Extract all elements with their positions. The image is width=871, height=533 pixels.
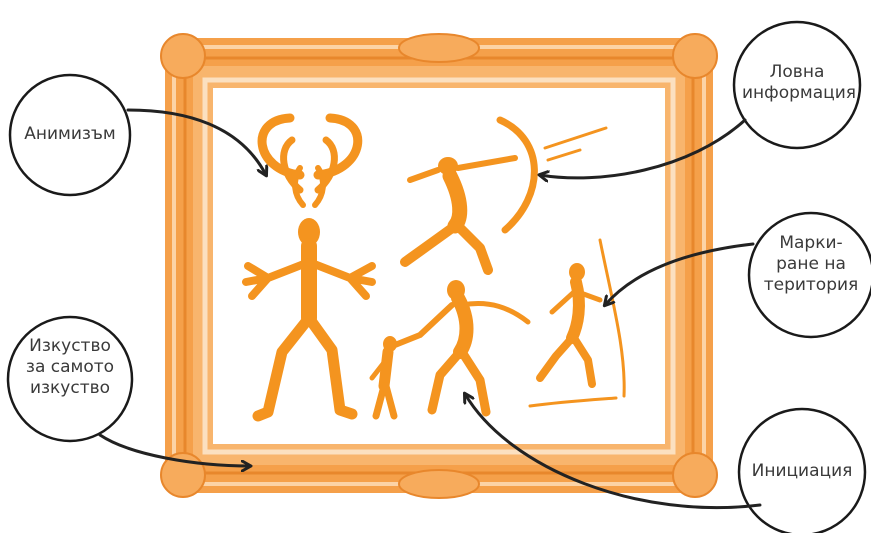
- label-art-line-1: Изкуство: [14, 336, 126, 357]
- ornament-top-left: [161, 34, 205, 78]
- label-animism: Анимизъм: [18, 124, 122, 145]
- label-territory-marking: Марки- ране на територия: [756, 233, 866, 296]
- ornament-top-center: [399, 34, 479, 62]
- label-hunting-information: Ловна информация: [742, 62, 852, 104]
- ornament-bottom-center: [399, 470, 479, 498]
- label-animism-line-1: Анимизъм: [18, 124, 122, 145]
- label-territory-line-1: Марки-: [756, 233, 866, 254]
- ornament-top-right: [673, 34, 717, 78]
- label-initiation: Инициация: [744, 461, 860, 482]
- label-territory-line-3: територия: [756, 275, 866, 296]
- label-hunting-line-2: информация: [742, 83, 852, 104]
- ornament-bottom-right: [673, 453, 717, 497]
- label-art-line-2: за самото: [14, 357, 126, 378]
- label-hunting-line-1: Ловна: [742, 62, 852, 83]
- label-art-for-art: Изкуство за самото изкуство: [14, 336, 126, 399]
- label-art-line-3: изкуство: [14, 378, 126, 399]
- label-territory-line-2: ране на: [756, 254, 866, 275]
- label-initiation-line-1: Инициация: [744, 461, 860, 482]
